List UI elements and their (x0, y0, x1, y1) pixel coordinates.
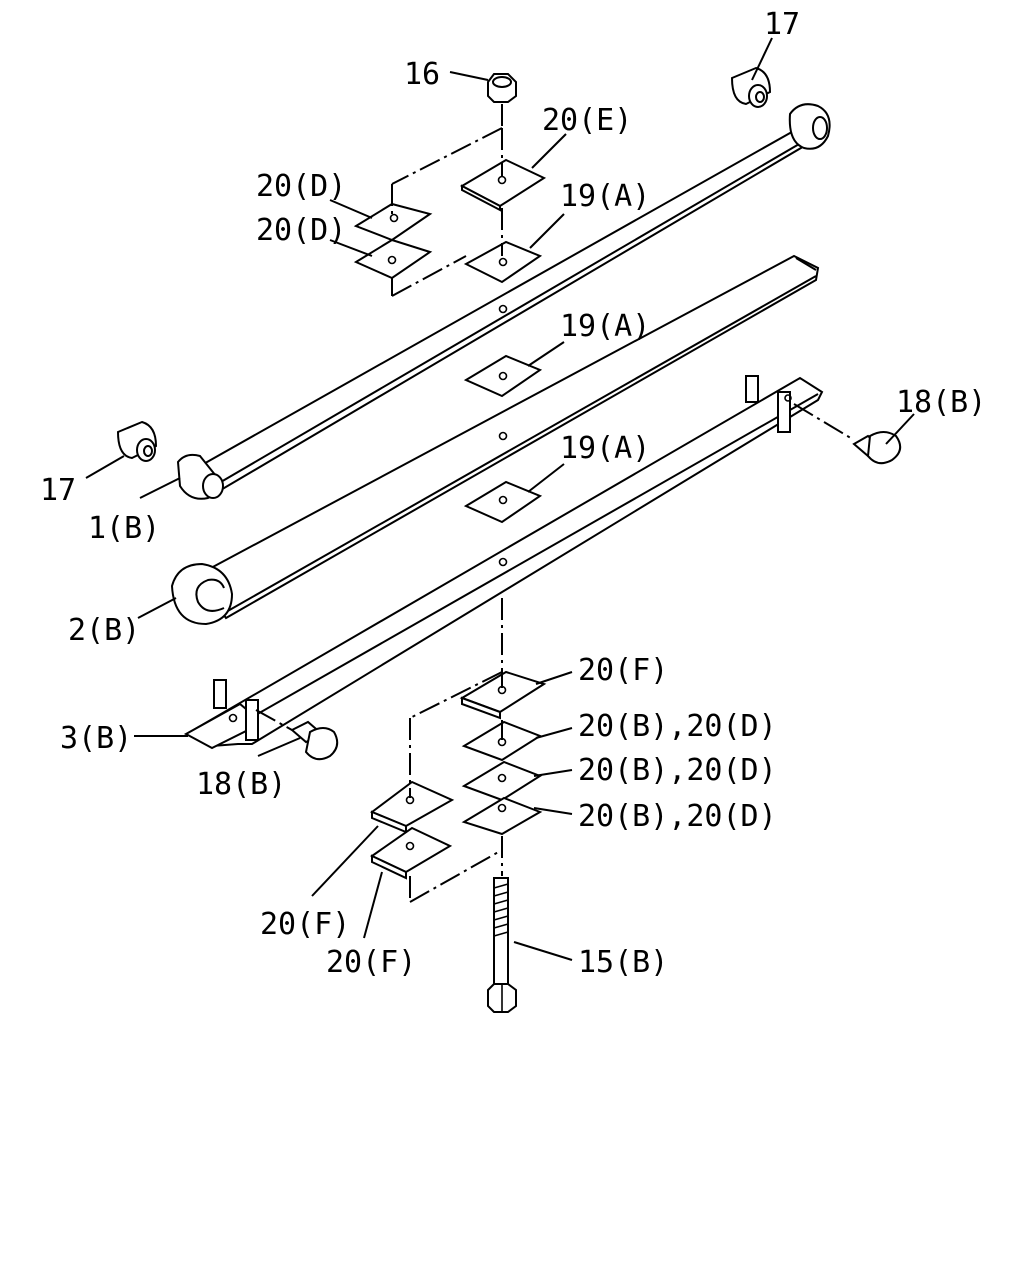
label-19a-1: 19(A) (560, 179, 650, 214)
leaf-spring-2 (170, 254, 820, 626)
label-20f-1: 20(F) (578, 653, 668, 688)
plate-20f-left-bottom (370, 826, 453, 880)
bolt-18-right (852, 431, 902, 465)
bushing-17-left (116, 420, 158, 462)
label-20bd-2: 20(B),20(D) (578, 753, 777, 788)
label-20f-2: 20(F) (260, 907, 350, 942)
label-18b-left: 18(B) (196, 767, 286, 802)
center-bolt-15 (487, 877, 517, 1013)
plate-20f-top (459, 670, 547, 720)
label-18b-right: 18(B) (896, 385, 986, 420)
leader-lines (85, 37, 915, 961)
shim-19a-top (463, 240, 543, 284)
plate-20f-left-top (369, 780, 455, 834)
leaf-spring-1 (176, 103, 831, 500)
shim-20d-top (353, 202, 433, 242)
label-19a-2: 19(A) (560, 309, 650, 344)
label-20d-2: 20(D) (256, 213, 346, 248)
shim-19a-low (463, 480, 543, 524)
assembly-centerlines (255, 104, 855, 903)
shim-20e (459, 158, 547, 212)
label-3b: 3(B) (60, 721, 132, 756)
label-20bd-1: 20(B),20(D) (578, 709, 777, 744)
nut-16 (487, 73, 517, 103)
shim-20bd-3 (461, 796, 543, 836)
leaf-spring-3 (183, 375, 824, 750)
label-17-left: 17 (40, 473, 76, 508)
shim-20d-lower (353, 238, 433, 280)
bolt-18-left (290, 720, 339, 761)
part-labels: 17 16 20(E) 20(D) 20(D) 19(A) 19(A) 19(A… (40, 7, 986, 980)
shim-19a-mid (463, 354, 543, 398)
label-15b: 15(B) (578, 945, 668, 980)
shim-20bd-2 (461, 760, 543, 802)
label-20bd-3: 20(B),20(D) (578, 799, 777, 834)
bushing-17-top (730, 66, 772, 108)
label-17-top: 17 (764, 7, 800, 42)
label-1b: 1(B) (88, 511, 160, 546)
label-20d-1: 20(D) (256, 169, 346, 204)
label-20e: 20(E) (542, 103, 632, 138)
label-19a-3: 19(A) (560, 431, 650, 466)
label-20f-3: 20(F) (326, 945, 416, 980)
label-16: 16 (404, 57, 440, 92)
label-2b: 2(B) (68, 613, 140, 648)
